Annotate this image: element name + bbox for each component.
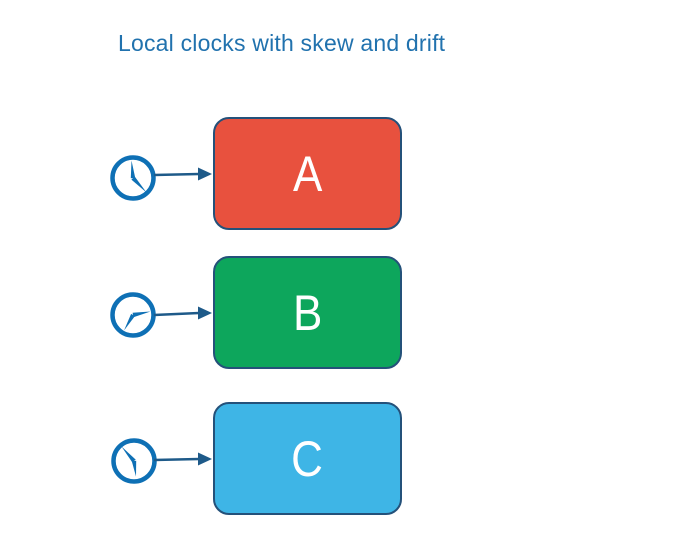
clock-hand-minute [131,176,147,193]
clock-face [110,292,156,338]
clock-icon-b [110,292,156,338]
clock-hand-hour [130,160,136,179]
arrow-head [198,167,212,181]
node-b-label: B [292,284,323,341]
arrow-c [153,452,212,466]
clock-icon-a [110,155,156,201]
node-a: A [213,117,402,230]
arrow-a [153,167,212,181]
clock-hand-minute [121,446,136,463]
arrow-b [153,306,212,320]
node-c-label: C [291,430,324,487]
arrow-line [153,311,200,317]
arrow-head [198,306,212,320]
clock-hand-hour [124,313,135,331]
node-a-label: A [292,145,323,202]
clock-hand-hour [131,460,137,477]
arrow-line [153,172,200,177]
node-c: C [213,402,402,515]
node-b: B [213,256,402,369]
clock-face [110,155,156,201]
diagram-title: Local clocks with skew and drift [118,30,446,56]
clock-hand-minute [132,311,151,318]
arrow-head [198,452,212,466]
arrow-line [153,457,200,462]
